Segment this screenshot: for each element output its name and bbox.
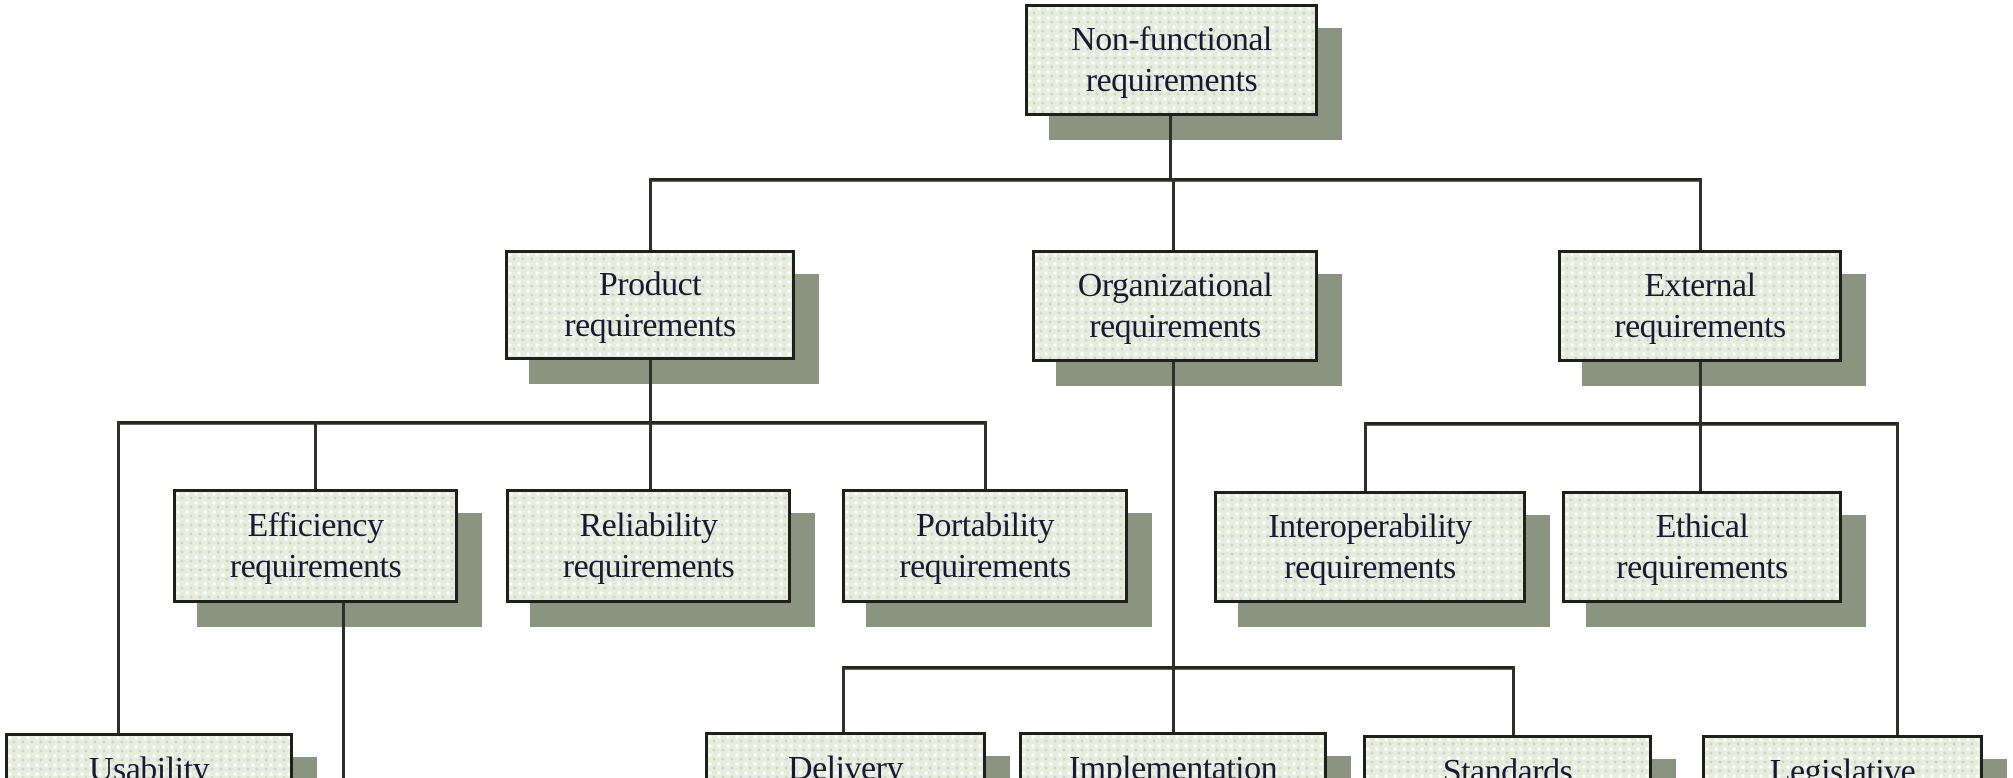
node-non-functional-requirements: Non-functional requirements [1025,4,1318,116]
node-label: requirements [1085,62,1258,99]
node-label: Delivery [788,750,903,778]
node-label: requirements [899,548,1071,585]
connector-efficiency-child [342,600,345,778]
connector-drop-interoperability [1364,422,1367,493]
node-portability-requirements: Portability requirements [842,489,1128,603]
node-label: Interoperability [1268,508,1472,545]
node-label: Portability [915,507,1055,544]
node-usability: Usability [5,733,293,778]
connector-drop-reliability [649,421,652,492]
node-label: requirements [1284,549,1456,586]
node-external-requirements: External requirements [1558,250,1842,362]
node-label: External [1644,267,1756,304]
node-label: Implementation [1068,750,1278,778]
node-label: requirements [564,307,736,344]
node-label: Standards [1442,753,1573,778]
node-reliability-requirements: Reliability requirements [506,489,791,603]
connector-root-stem [1169,114,1172,182]
node-ethical-requirements: Ethical requirements [1562,491,1842,603]
node-label: Usability [88,751,210,778]
connector-drop-portability [984,421,987,492]
connector-drop-product [649,178,652,253]
node-organizational-requirements: Organizational requirements [1032,250,1318,362]
node-label: requirements [562,548,735,585]
connector-drop-efficiency [314,421,317,492]
node-label: Organizational [1077,267,1273,304]
connector-drop-standards [1512,666,1515,737]
node-interoperability-requirements: Interoperability requirements [1214,491,1526,603]
connector-drop-implementation [1172,666,1175,734]
connector-organizational-rail [842,666,1515,670]
connector-drop-organizational [1172,178,1175,253]
connector-drop-external [1699,178,1702,253]
node-label: requirements [1089,308,1261,345]
node-label: Legislative [1769,753,1916,778]
node-label: Ethical [1655,508,1749,545]
connector-drop-delivery [842,666,845,734]
node-legislative: Legislative [1702,735,1983,778]
connector-organizational-stem [1172,360,1175,670]
node-delivery: Delivery [705,732,986,778]
node-label: Reliability [579,507,718,544]
connector-drop-legislative [1896,422,1899,737]
connector-level1-rail [649,178,1702,182]
node-label: Efficiency [247,507,384,544]
node-implementation: Implementation [1019,732,1327,778]
connector-drop-usability [117,421,120,736]
node-label: requirements [1614,308,1786,345]
connector-external-stem [1699,360,1702,426]
connector-product-stem [649,358,652,425]
node-standards: Standards [1363,735,1652,778]
connector-drop-ethical [1699,422,1702,493]
node-product-requirements: Product requirements [505,250,795,360]
connector-product-rail [117,421,987,425]
node-label: requirements [229,548,402,585]
node-efficiency-requirements: Efficiency requirements [173,489,458,603]
node-label: requirements [1616,549,1788,586]
connector-external-rail [1364,422,1899,426]
node-label: Non-functional [1071,21,1272,58]
node-label: Product [598,266,702,303]
